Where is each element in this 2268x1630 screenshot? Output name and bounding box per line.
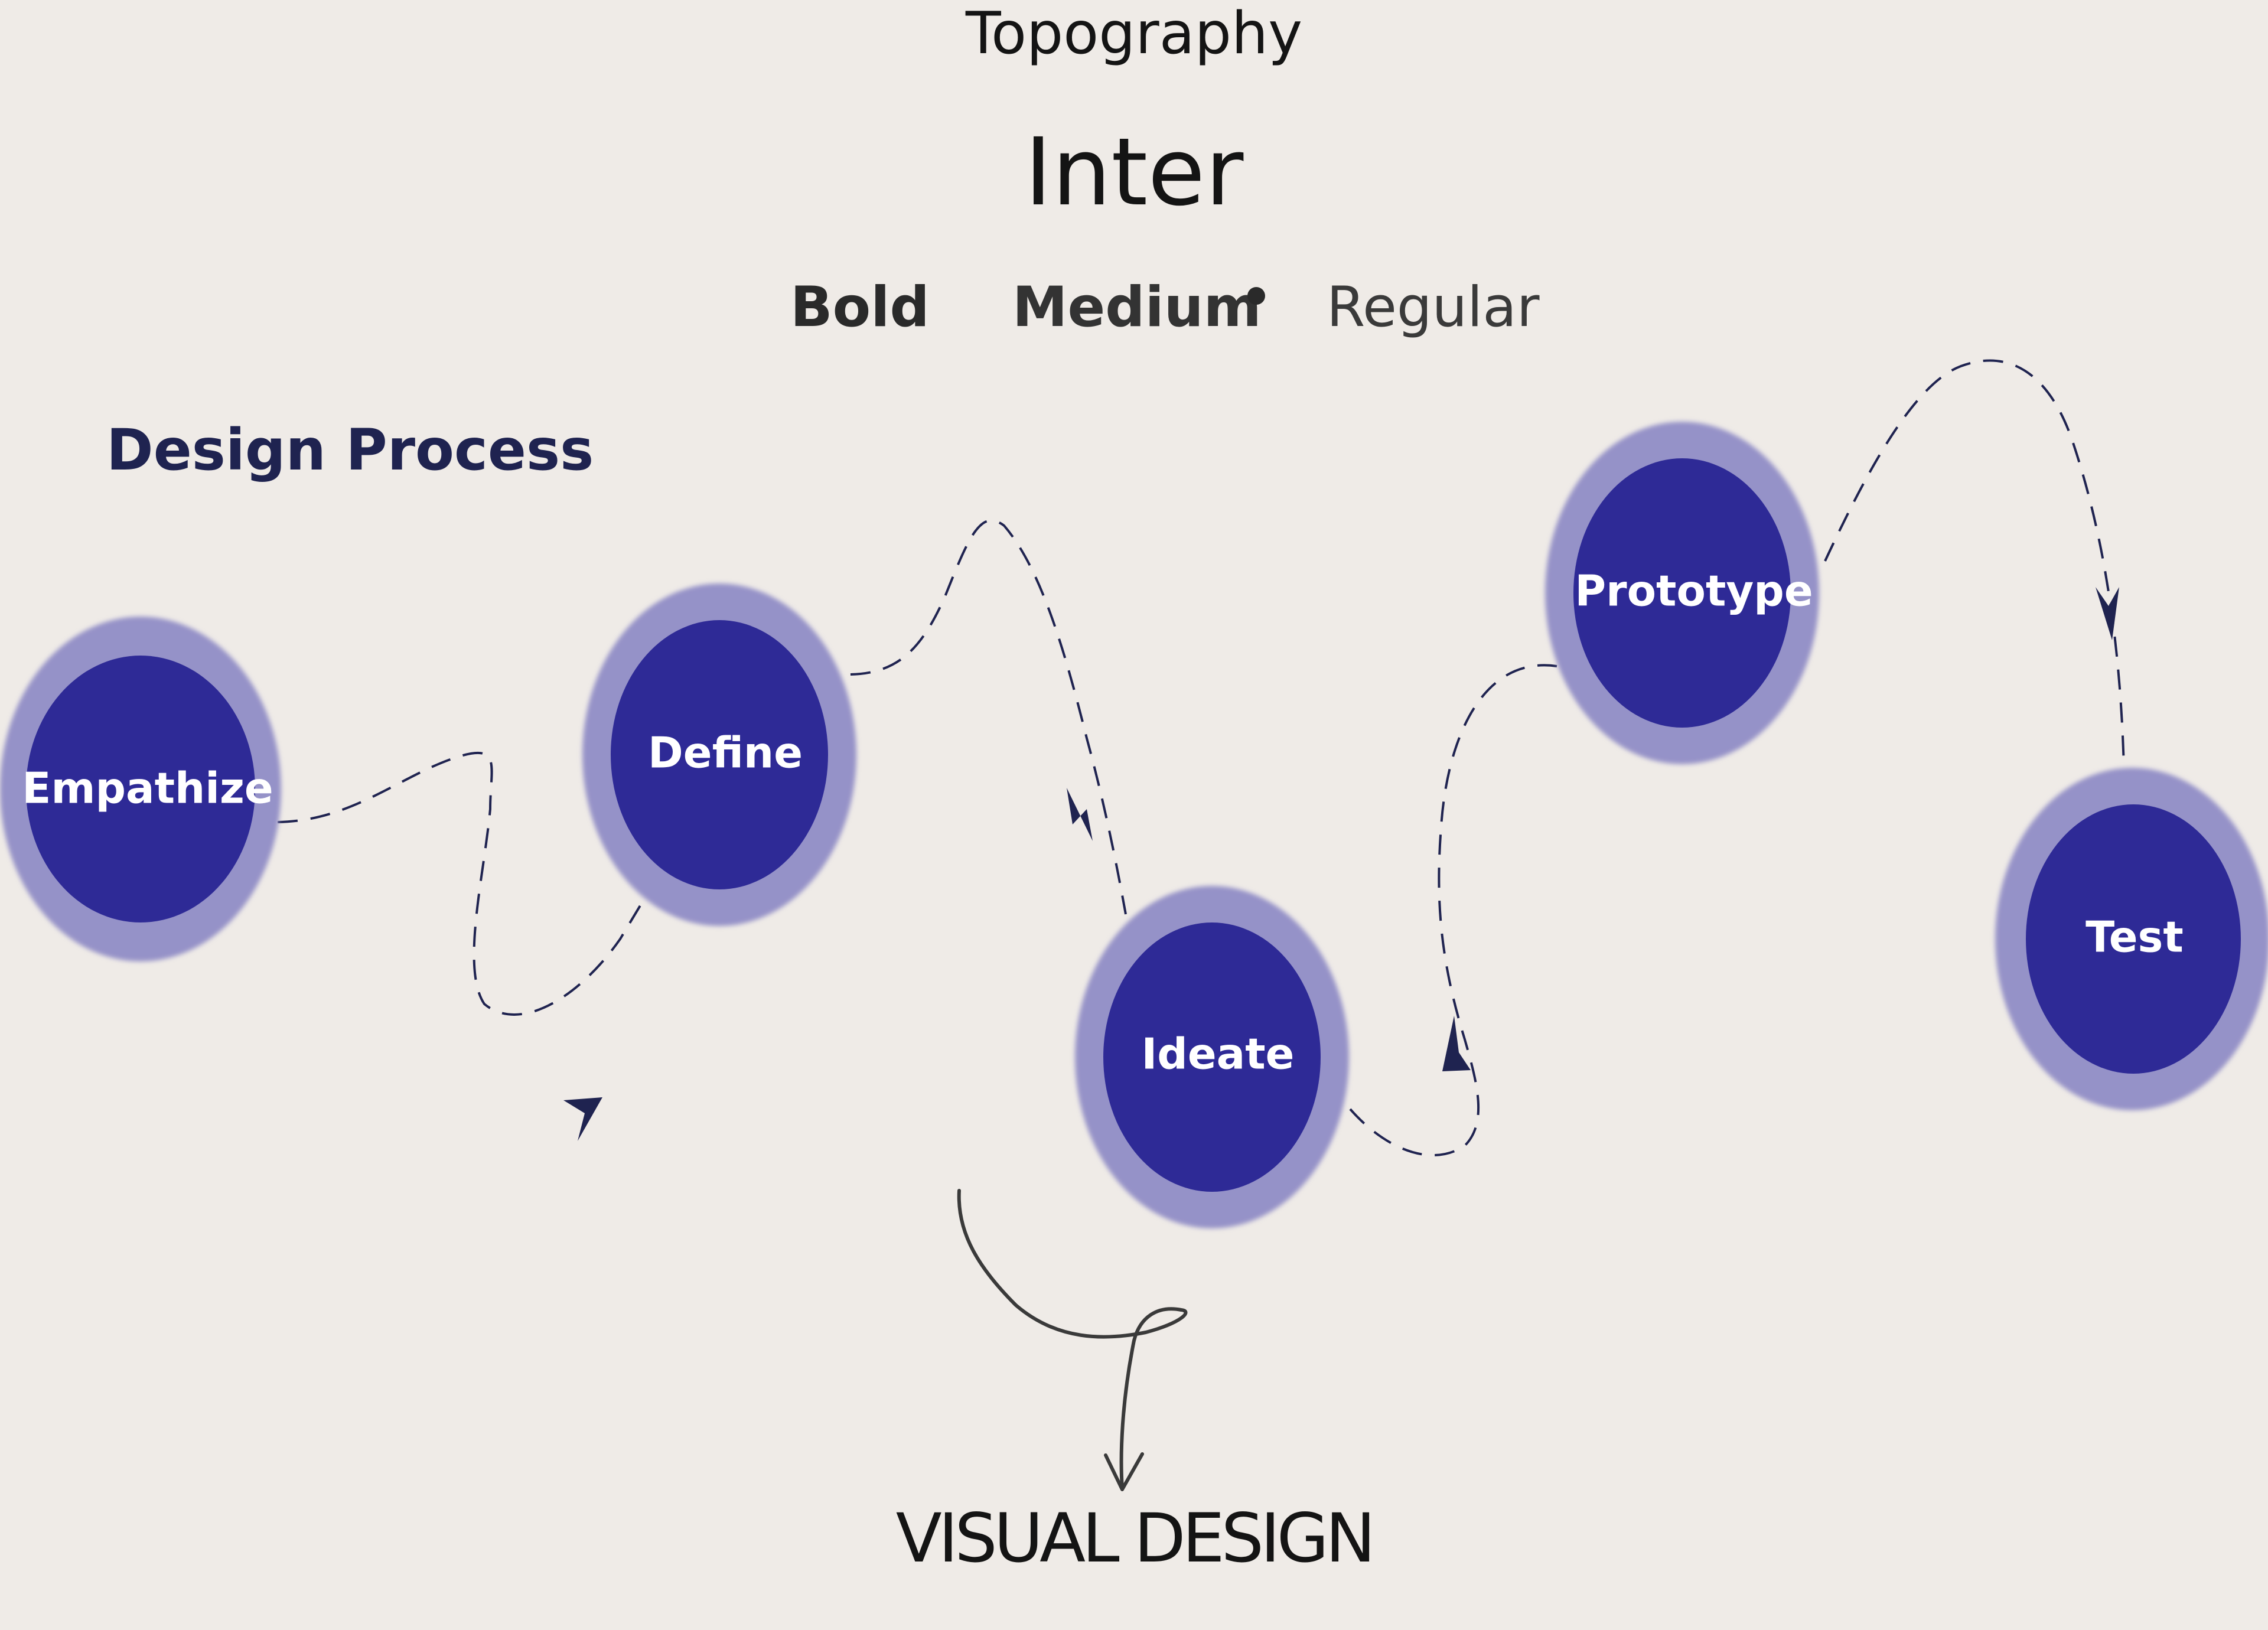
node-prototype: Prototype (1545, 422, 1819, 764)
node-ideate: Ideate (1075, 886, 1349, 1228)
footer-label: VISUAL DESIGN (895, 1499, 1376, 1577)
node-define: Define (582, 583, 856, 926)
section-title: Design Process (106, 417, 594, 483)
connector-define-ideate (850, 519, 1127, 915)
arrow-head-icon (563, 1097, 602, 1141)
node-test: Test (1995, 768, 2268, 1110)
node-label-prototype: Prototype (1575, 566, 1813, 616)
node-label-ideate: Ideate (1142, 1029, 1295, 1079)
connector-prototype-test (1824, 359, 2125, 768)
node-label-test: Test (2085, 912, 2184, 962)
arrow-head-icon (2096, 587, 2119, 640)
weight-bold-label: Bold (790, 275, 930, 340)
arrow-head-icon (1442, 1016, 1471, 1071)
selected-weight-dot-icon (1247, 287, 1265, 305)
arrowheads (563, 587, 2119, 1141)
font-name: Inter (1024, 118, 1244, 227)
connector-ideate-prototype (1349, 664, 1557, 1156)
node-empathize: Empathize (0, 617, 281, 961)
arrow-head-icon (1067, 788, 1093, 841)
node-label-define: Define (648, 728, 803, 778)
curly-arrow-icon (957, 1189, 1188, 1491)
weight-regular-label: Regular (1327, 275, 1540, 340)
weight-medium-label: Medium (1012, 275, 1262, 340)
node-label-empathize: Empathize (22, 764, 273, 813)
page-title: Topography (965, 0, 1303, 67)
